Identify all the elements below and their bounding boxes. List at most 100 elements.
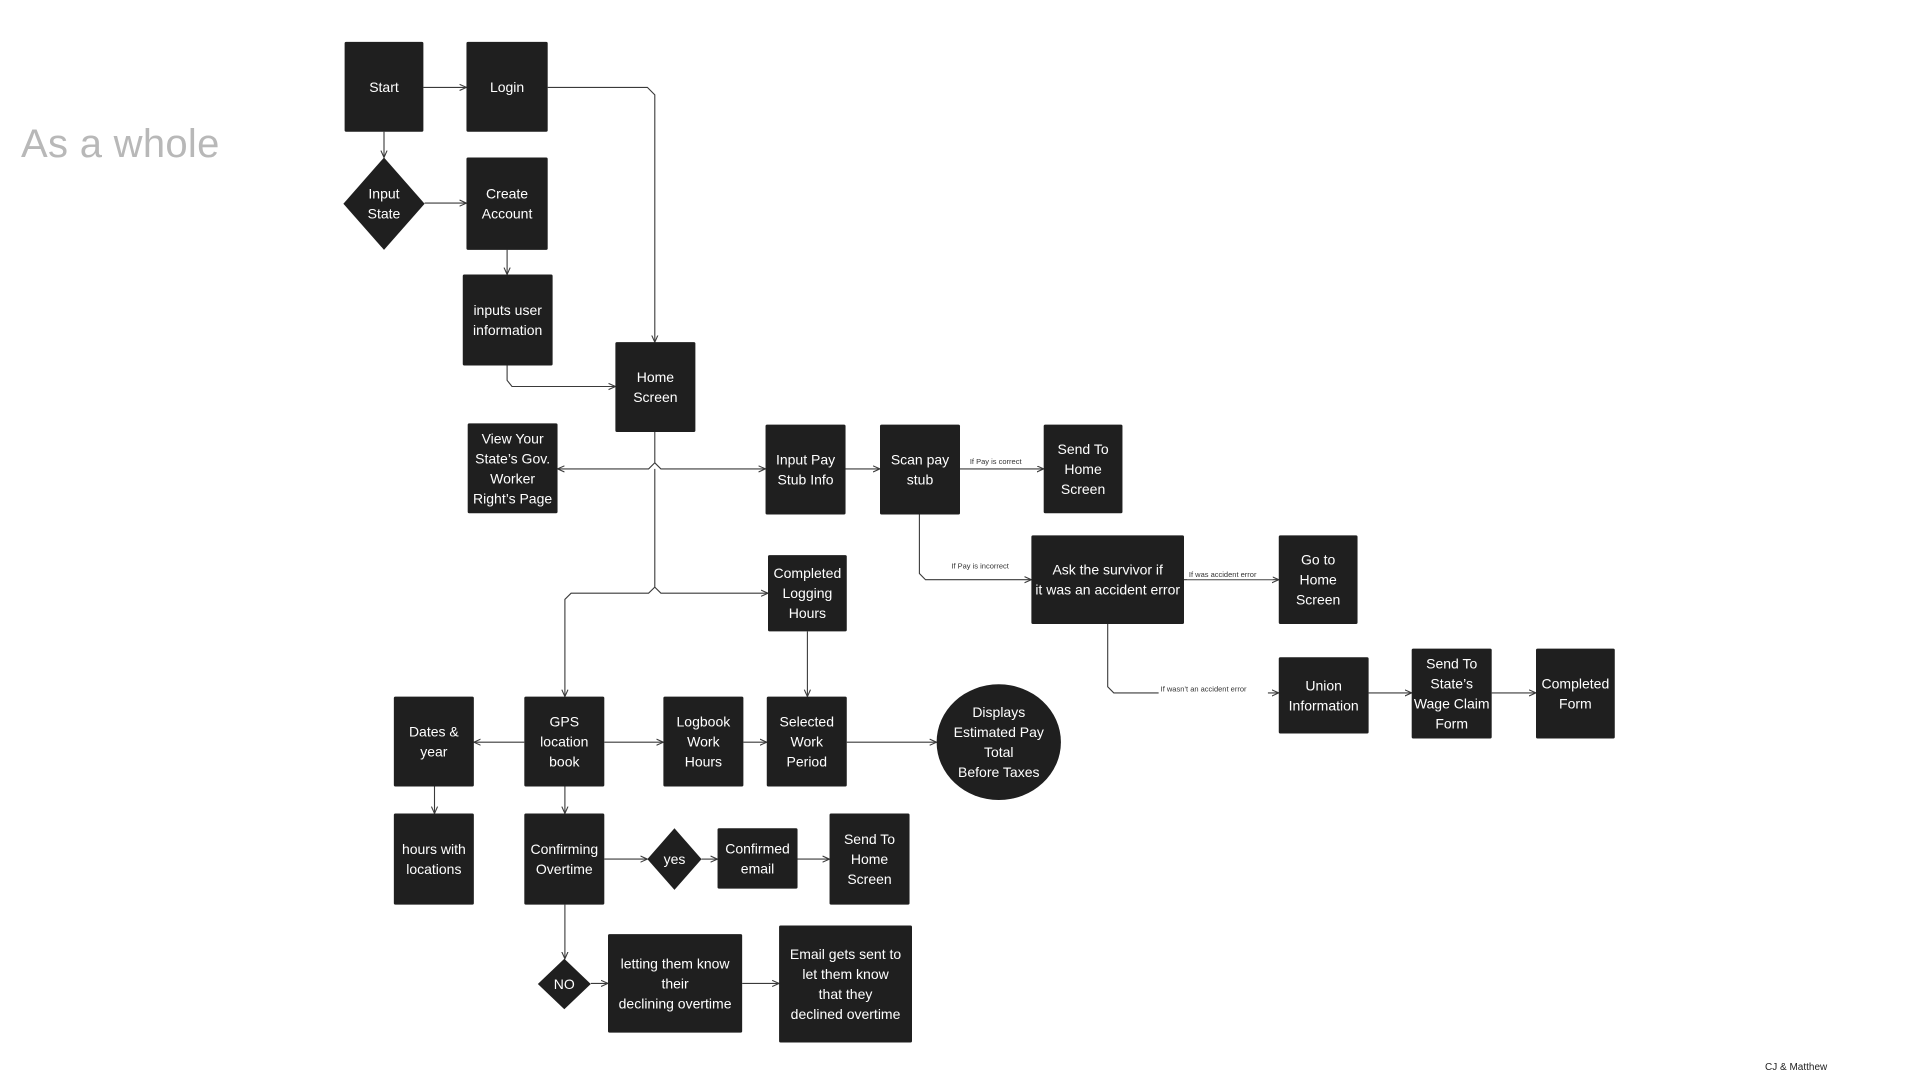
edge-home-screen-to-input-pay-stub — [654, 462, 766, 469]
process-box — [768, 555, 847, 632]
process-box — [467, 423, 558, 514]
edge-scan-pay-stub-to-ask-survivor — [918, 514, 1031, 580]
edge-home-screen-to-gps-book — [565, 586, 656, 697]
edge-label-ask-survivor-to-union-info: If wasn’t an accident error — [1161, 685, 1247, 694]
edge-home-screen-to-completed-logging — [654, 468, 768, 593]
node-yes: yes — [647, 828, 702, 890]
process-box — [880, 424, 960, 515]
process-box — [1278, 657, 1369, 734]
process-box — [615, 342, 696, 432]
node-no: NO — [537, 958, 591, 1010]
process-box — [393, 696, 474, 787]
process-box — [829, 813, 910, 905]
node-label: Login — [490, 79, 524, 95]
process-box — [466, 157, 548, 250]
node-dates-year: Dates &year — [393, 696, 474, 787]
edge-label-bg — [1186, 569, 1273, 580]
process-box — [1043, 424, 1123, 514]
node-label: Start — [369, 79, 399, 95]
decision-diamond — [537, 958, 591, 1010]
credit-text: CJ & Matthew — [1765, 1062, 1828, 1073]
process-box — [466, 41, 548, 132]
process-box — [524, 696, 605, 787]
edge-login-to-home-screen — [547, 86, 655, 342]
process-box — [608, 934, 743, 1033]
edge-label-scan-pay-stub-to-ask-survivor: If Pay is incorrect — [951, 562, 1009, 571]
process-box — [663, 696, 744, 787]
edge-label-bg — [967, 456, 1039, 466]
edge-label-scan-pay-stub-to-send-home-1: If Pay is correct — [970, 457, 1023, 466]
section-title: As a whole — [21, 122, 220, 166]
edge-inputs-user-info-to-home-screen — [506, 365, 615, 387]
terminal-circle — [936, 684, 1061, 801]
edge-label-ask-survivor-to-go-home: If was accident error — [1189, 570, 1257, 579]
process-box — [779, 925, 912, 1043]
node-label: Dates &year — [409, 724, 459, 760]
process-box — [1031, 535, 1184, 624]
edge-labels-layer: If Pay is correct If Pay is incorrect If w… — [949, 456, 1273, 694]
node-label: yes — [664, 851, 686, 867]
node-login: Login — [466, 41, 548, 132]
node-start: Start — [344, 41, 424, 132]
process-box — [1278, 535, 1358, 624]
edges-layer — [384, 87, 1536, 983]
decision-diamond — [647, 828, 702, 890]
edge-label-bg — [949, 560, 1028, 571]
process-box — [1411, 648, 1492, 739]
node-label: NO — [554, 976, 575, 992]
decision-diamond — [343, 157, 425, 250]
edge-home-screen-to-view-rights — [558, 432, 656, 469]
edge-label-bg — [1158, 683, 1268, 694]
process-box — [717, 828, 798, 889]
process-box — [766, 696, 847, 787]
